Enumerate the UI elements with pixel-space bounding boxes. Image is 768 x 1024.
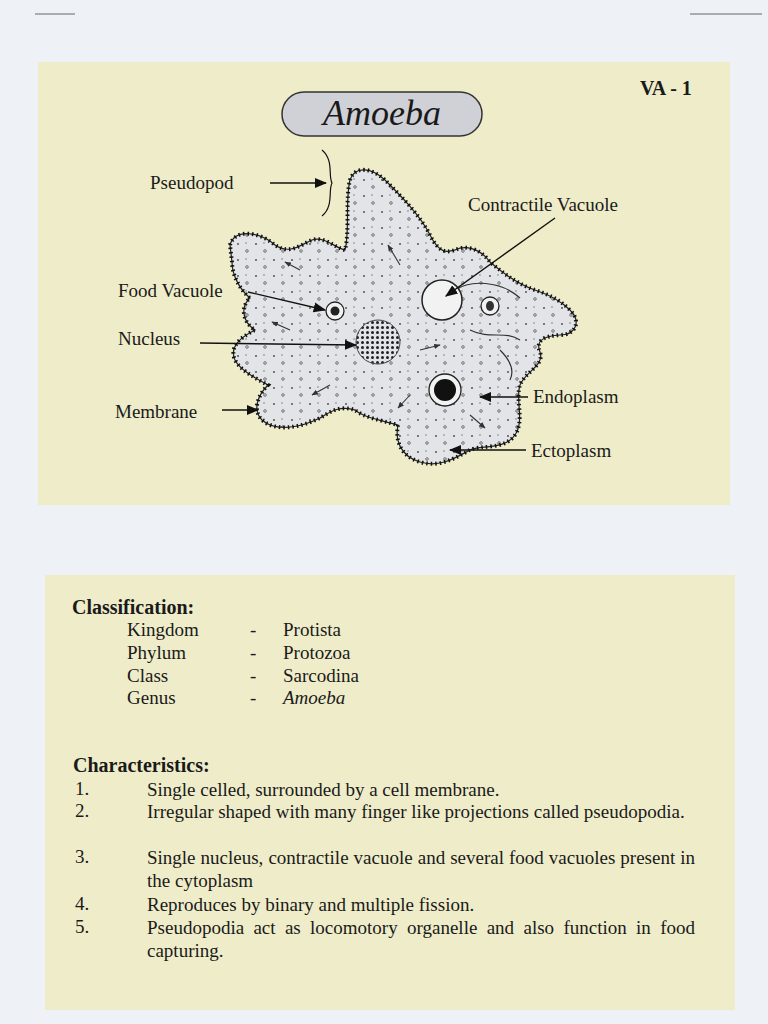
food-vacuole [326, 297, 499, 406]
part-label: Pseudopod [150, 172, 233, 194]
table-cell: - [250, 619, 256, 641]
top-panel [38, 62, 730, 505]
cytoplasm-flow [272, 245, 485, 428]
contractile-vacuole [422, 280, 462, 320]
table-cell: Kingdom [127, 619, 199, 641]
list-item: Single nucleus, contractile vacuole and … [147, 846, 695, 892]
part-label: Ectoplasm [531, 440, 611, 462]
section-heading: Classification: [72, 596, 194, 618]
page-rule [690, 14, 762, 15]
list-number: 3. [75, 846, 89, 868]
list-number: 1. [75, 778, 89, 800]
part-label: Nucleus [118, 328, 180, 350]
table-cell: Phylum [127, 642, 186, 664]
table-cell: Protozoa [283, 642, 351, 664]
list-item: Single celled, surrounded by a cell memb… [147, 778, 695, 801]
title: Amoeba [282, 91, 482, 135]
title-pill [282, 92, 482, 136]
list-number: 5. [75, 916, 89, 938]
part-label: Contractile Vacuole [468, 194, 618, 216]
part-label: Membrane [115, 401, 197, 423]
table-cell: Sarcodina [283, 665, 359, 687]
part-label: Endoplasm [533, 386, 619, 408]
section-heading: Characteristics: [73, 754, 210, 776]
table-cell: Amoeba [283, 687, 345, 709]
part-label: Food Vacuole [118, 280, 223, 302]
table-cell: Class [127, 665, 168, 687]
list-item: Reproduces by binary and multiple fissio… [147, 893, 695, 916]
panel-code: VA - 1 [640, 77, 692, 99]
bottom-panel [45, 575, 735, 1010]
table-cell: - [250, 687, 256, 709]
list-number: 4. [75, 893, 89, 915]
table-cell: - [250, 642, 256, 664]
list-item: Pseudopodia act as locomotory organelle … [147, 916, 695, 962]
table-cell: Genus [127, 687, 176, 709]
nucleus [356, 320, 400, 364]
list-item: Irregular shaped with many finger like p… [147, 800, 695, 823]
table-cell: Protista [283, 619, 341, 641]
list-number: 2. [75, 800, 89, 822]
page-rule [35, 14, 75, 15]
table-cell: - [250, 665, 256, 687]
